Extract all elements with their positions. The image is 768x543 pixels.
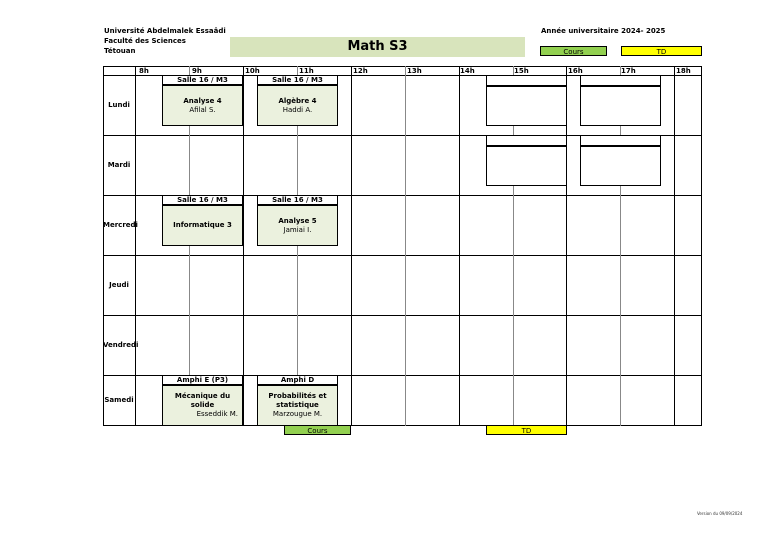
session-room: Salle 16 / M3 [257,75,338,85]
session-teacher: Marzougue M. [272,410,323,418]
session-room: Salle 16 / M3 [162,75,243,85]
day-label-vendredi: Vendredi [103,341,139,349]
session-samedi-mecanique[interactable]: Mécanique du solide Esseddik M. [162,385,243,426]
legend-td: TD [621,46,702,56]
session-name: Analyse 4 [183,96,222,105]
empty-slot [580,146,661,186]
hour-label: 14h [460,67,475,75]
empty-slot [486,135,567,146]
session-room: Amphi D [257,375,338,385]
session-samedi-probabilites[interactable]: Probabilités et statistique Marzougue M. [257,385,338,426]
session-name: Informatique 3 [173,221,232,229]
hour-label: 11h [299,67,314,75]
session-teacher: Afilal S. [189,105,216,114]
session-name: Analyse 5 [278,216,317,225]
hour-label: 12h [353,67,368,75]
hour-label: 8h [139,67,149,75]
session-mercredi-analyse5[interactable]: Analyse 5 Jamiai I. [257,205,338,246]
session-lundi-algebre4[interactable]: Algèbre 4 Haddi A. [257,85,338,126]
city-name: Tétouan [104,47,136,55]
session-room: Salle 16 / M3 [257,195,338,205]
session-teacher: Jamiai I. [283,225,312,234]
version-note: Version du 09/09/2024 [697,511,743,516]
empty-slot [486,86,567,126]
hour-label: 9h [192,67,202,75]
bottom-legend-td: TD [486,425,567,435]
session-mercredi-informatique3[interactable]: Informatique 3 [162,205,243,246]
faculty-name: Faculté des Sciences [104,37,186,45]
session-room: Salle 16 / M3 [162,195,243,205]
day-label-mercredi: Mercredi [103,221,138,229]
university-name: Université Abdelmalek Essaâdi [104,27,226,35]
session-room: Amphi E (P3) [162,375,243,385]
empty-slot [486,75,567,86]
session-teacher: Esseddik M. [196,410,238,418]
empty-slot [486,146,567,186]
session-name: Mécanique du solide [174,392,231,409]
bottom-legend-cours: Cours [284,425,351,435]
hour-label: 16h [568,67,583,75]
academic-year: Année universitaire 2024- 2025 [541,27,666,35]
hour-label: 15h [514,67,529,75]
day-label-jeudi: Jeudi [109,281,129,289]
day-label-samedi: Samedi [104,396,134,404]
page-title: Math S3 [230,37,525,57]
hour-label: 17h [621,67,636,75]
hour-label: 13h [407,67,422,75]
hour-label: 10h [245,67,260,75]
legend-cours: Cours [540,46,607,56]
session-lundi-analyse4[interactable]: Analyse 4 Afilal S. [162,85,243,126]
day-label-lundi: Lundi [108,101,130,109]
session-name: Probabilités et statistique [268,392,327,409]
session-name: Algèbre 4 [278,96,317,105]
empty-slot [580,75,661,86]
session-teacher: Haddi A. [282,105,313,114]
empty-slot [580,86,661,126]
hour-label: 18h [676,67,691,75]
empty-slot [580,135,661,146]
day-label-mardi: Mardi [107,161,131,169]
